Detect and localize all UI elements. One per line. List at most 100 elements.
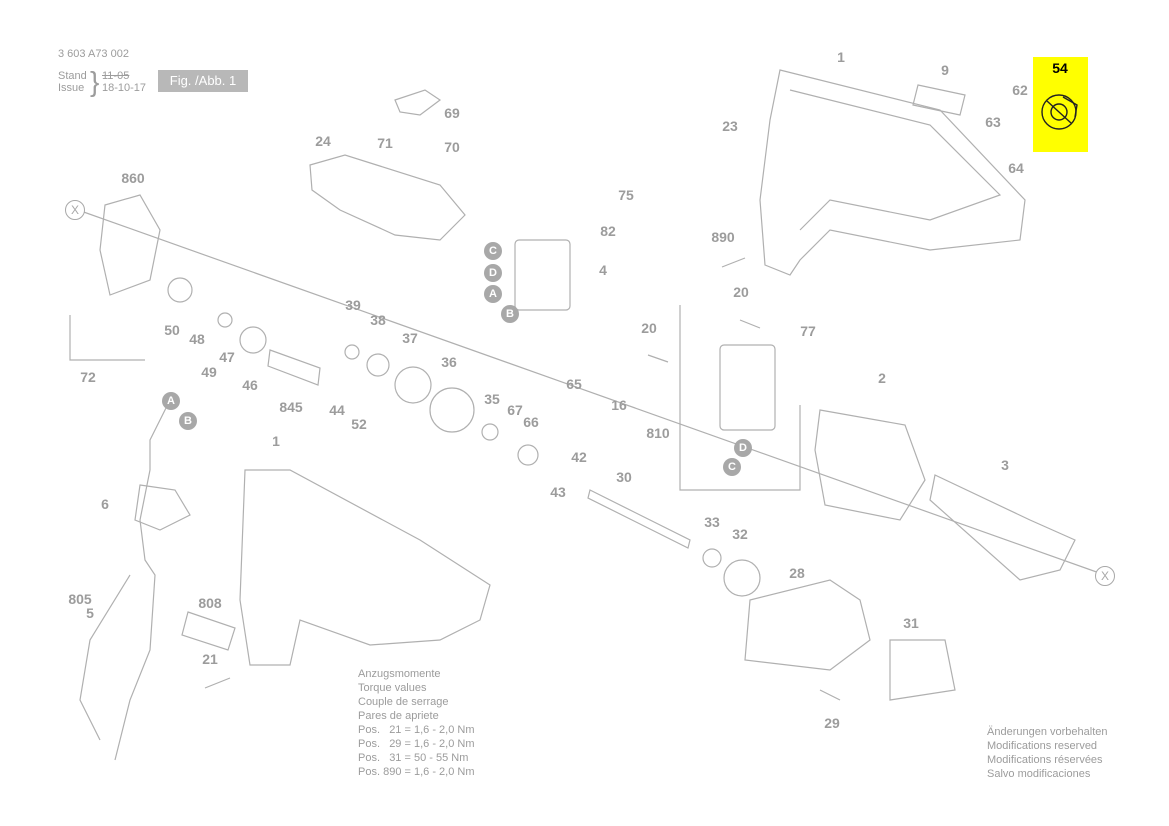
part-label: 16 (611, 397, 627, 413)
stand-date: 11-05 (102, 70, 130, 82)
strain-relief-6 (134, 484, 191, 531)
housing-top-outline (759, 69, 1026, 276)
torque-row: Pos. 31 = 50 - 55 Nm (358, 752, 469, 764)
torque-values-block: Anzugsmomente Torque values Couple de se… (358, 667, 475, 779)
part-label: 20 (641, 320, 657, 336)
part-label: 29 (824, 715, 840, 731)
part-label: 33 (704, 514, 720, 530)
part-label: 63 (985, 114, 1001, 130)
part-label: 1 (837, 49, 845, 65)
letter-marker: A (484, 285, 502, 303)
part-label: 71 (377, 135, 393, 151)
part-66 (517, 444, 539, 466)
ring-33 (702, 548, 722, 568)
part-label: 21 (202, 651, 218, 667)
part-label: 31 (903, 615, 919, 631)
part-label: 72 (80, 369, 96, 385)
ring-35 (481, 423, 499, 441)
part-label: 50 (164, 322, 180, 338)
part-label: 48 (189, 331, 205, 347)
stand-label: Stand (58, 70, 87, 82)
part-label: 75 (618, 187, 634, 203)
part-label: 3 (1001, 457, 1009, 473)
letter-marker: B (501, 305, 519, 323)
header-brace: } (90, 66, 100, 97)
spring-39 (344, 344, 360, 360)
part-label: 805 (68, 591, 92, 607)
part-label: 44 (329, 402, 345, 418)
armature-3 (929, 474, 1076, 581)
part-label: 890 (711, 229, 735, 245)
cable-5 (114, 399, 171, 761)
gear-46 (239, 326, 267, 354)
spindle-845 (267, 349, 321, 386)
part-label: 66 (523, 414, 539, 430)
part-label: 77 (800, 323, 816, 339)
housing-top-inner (789, 89, 1002, 231)
part-label: 860 (121, 170, 145, 186)
issue-label: Issue (58, 82, 85, 94)
part-label: 810 (646, 425, 670, 441)
modifications-line: Modifications reserved (987, 740, 1098, 752)
part-label: 64 (1008, 160, 1024, 176)
cable-loop-5 (79, 574, 131, 741)
axis-marker: X (1095, 566, 1115, 586)
axis-marker: X (65, 200, 85, 220)
part-label: 24 (315, 133, 331, 149)
torque-row: Pos. 890 = 1,6 - 2,0 Nm (358, 766, 475, 778)
torque-row: Pos. 21 = 1,6 - 2,0 Nm (358, 724, 475, 736)
part-label: 35 (484, 391, 500, 407)
switch-4 (514, 239, 571, 311)
torque-line: Anzugsmomente (358, 668, 441, 680)
gear-36 (429, 387, 475, 433)
highlight-part-label: 54 (1052, 60, 1068, 76)
screw-890 (721, 257, 746, 268)
field-2 (814, 409, 926, 521)
part-label: 5 (86, 605, 94, 621)
figure-badge: Fig. /Abb. 1 (158, 70, 248, 92)
chuck-31 (889, 639, 956, 701)
letter-marker: A (162, 392, 180, 410)
slider-69 (394, 89, 442, 116)
torque-line: Couple de serrage (358, 696, 449, 708)
cover-24 (309, 154, 466, 241)
part-label: 37 (402, 330, 418, 346)
modifications-line: Salvo modificaciones (987, 768, 1091, 780)
part-label: 845 (279, 399, 303, 415)
part-label: 65 (566, 376, 582, 392)
part-label: 43 (550, 484, 566, 500)
part-label: 28 (789, 565, 805, 581)
bracket-16 (679, 305, 801, 491)
bearing-32 (723, 559, 761, 597)
shaft-30 (587, 489, 691, 549)
front-housing-28 (744, 579, 871, 671)
screw-21 (204, 677, 231, 689)
torque-line: Torque values (358, 682, 427, 694)
part-label: 9 (941, 62, 949, 78)
part-label: 46 (242, 377, 258, 393)
part-label: 82 (600, 223, 616, 239)
part-label: 1 (272, 433, 280, 449)
letter-marker: B (179, 412, 197, 430)
ring-47 (217, 312, 233, 328)
bearing-50 (167, 277, 193, 303)
part-label: 47 (219, 349, 235, 365)
part-label: 30 (616, 469, 632, 485)
ring-38 (366, 353, 390, 377)
part-label: 62 (1012, 82, 1028, 98)
gear-37 (394, 366, 432, 404)
part-label: 42 (571, 449, 587, 465)
part-label: 52 (351, 416, 367, 432)
part-label: 36 (441, 354, 457, 370)
part-label: 23 (722, 118, 738, 134)
part-label: 69 (444, 105, 460, 121)
part-label: 67 (507, 402, 523, 418)
screw-29 (819, 689, 841, 701)
modifications-line: Änderungen vorbehalten (987, 726, 1108, 738)
label-plate-9 (912, 84, 966, 116)
letter-marker: D (484, 264, 502, 282)
housing-bottom-outline (239, 469, 491, 666)
torque-row: Pos. 29 = 1,6 - 2,0 Nm (358, 738, 475, 750)
part-label: 38 (370, 312, 386, 328)
